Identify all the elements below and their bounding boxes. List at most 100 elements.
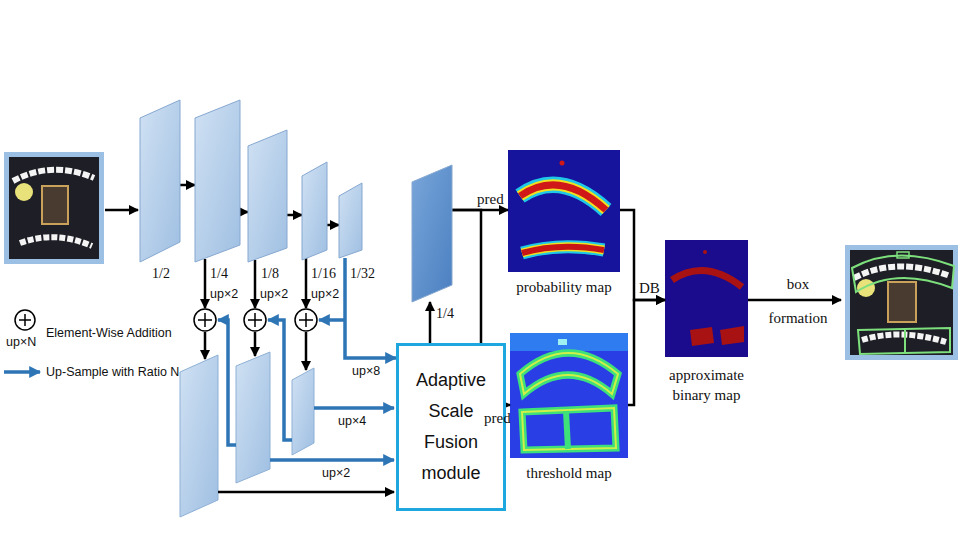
scale-label: 1/2 — [152, 266, 170, 282]
binary-map-image-part — [672, 271, 742, 287]
probability-map-image-part — [508, 150, 620, 272]
slab-face — [339, 183, 362, 258]
ratio-label: up×2 — [210, 287, 238, 302]
binary-map-image — [665, 240, 748, 357]
input-image-part — [9, 157, 99, 259]
threshold-map-image-part — [510, 333, 628, 351]
input-image-part — [15, 183, 33, 201]
wires-part — [305, 332, 308, 370]
probability-map-image — [508, 150, 620, 272]
binary-map-image-part — [720, 326, 744, 345]
probability-map-image-part — [520, 185, 606, 210]
ratio-label: up×2 — [260, 287, 288, 302]
probability-map-image-part — [560, 161, 565, 166]
output-feature-map: 1/4 — [412, 165, 452, 302]
input-image-part — [13, 170, 94, 181]
feature-map-slab — [412, 165, 452, 302]
input-image-part — [4, 152, 104, 264]
label-holder: up×2 — [210, 287, 238, 302]
edge-label-holder: pred — [477, 190, 504, 208]
probability-map-image-part — [520, 185, 606, 210]
wires-part — [268, 320, 292, 440]
binary-map-image-part — [665, 240, 748, 357]
feature-map-slab — [302, 162, 327, 260]
pyramid-feature-maps-part — [236, 352, 270, 483]
edge-label: pred — [484, 409, 511, 427]
output-image-part — [852, 255, 954, 292]
wires-part — [314, 406, 394, 410]
wires-part — [204, 259, 207, 308]
probability-map-image-part — [522, 247, 604, 253]
legend-symbols-part — [4, 370, 40, 374]
addition-symbols — [194, 309, 317, 331]
label-holder: up×2 — [322, 466, 350, 481]
map-caption: threshold map — [493, 464, 645, 482]
legend-text: Element-Wise Addition — [46, 326, 172, 341]
scale-label: 1/32 — [350, 266, 375, 282]
legend-symbols — [4, 310, 40, 372]
slab-face — [412, 165, 452, 302]
output-image-part — [904, 330, 906, 353]
connector-arrow — [180, 184, 195, 187]
scale-label: 1/16 — [311, 266, 336, 282]
output-image-part — [845, 245, 958, 360]
edge-label-holder: up×8 — [352, 364, 380, 379]
output-image — [845, 245, 958, 360]
wires-part — [218, 491, 394, 494]
output-image-part — [854, 266, 950, 278]
label-holder: up×2 — [311, 287, 339, 302]
wires-part — [218, 320, 236, 445]
feature-map: 1/8 — [248, 130, 287, 262]
input-image-part — [42, 186, 68, 224]
scale-label: 1/4 — [210, 266, 228, 282]
probability-map-image-part — [520, 185, 606, 210]
connector-arrow — [620, 210, 665, 300]
edge-label: DB — [639, 279, 660, 297]
wires-part — [105, 209, 138, 212]
ratio-label: up×2 — [311, 287, 339, 302]
addition-symbols-part — [295, 309, 317, 331]
pyramid-feature-maps-part — [292, 368, 314, 455]
threshold-map-image-part — [520, 353, 618, 394]
label-holder: up×2 — [260, 287, 288, 302]
output-image-part — [857, 279, 875, 297]
legend-symbols-part — [19, 314, 31, 326]
wires-part — [254, 260, 257, 308]
threshold-map-image-part — [522, 408, 616, 450]
output-image-part — [888, 282, 916, 322]
wires-part — [748, 299, 841, 302]
threshold-map-image-part — [520, 353, 618, 394]
pyramid-feature-maps-part — [180, 355, 218, 517]
wires-part — [254, 332, 257, 356]
threshold-map-image-part — [558, 339, 567, 345]
module-label: Adaptive Scale Fusion module — [406, 365, 496, 489]
legend-symbols-part — [15, 310, 35, 330]
binary-map-image-part — [690, 327, 714, 346]
threshold-map-image-part — [566, 411, 568, 449]
feature-map: 1/16 — [302, 162, 327, 260]
binary-map-image-part — [703, 250, 707, 254]
legend-entry: Element-Wise Addition — [46, 326, 172, 341]
edge-label: up×8 — [352, 364, 380, 379]
slab-face — [195, 100, 240, 262]
feature-map-slab — [140, 100, 180, 262]
threshold-map-image-part — [522, 408, 616, 450]
scale-label: 1/8 — [261, 266, 279, 282]
label-holder: up×N — [6, 335, 36, 350]
binary-map: approximate binary map — [665, 240, 748, 357]
wires-part — [204, 332, 207, 359]
feature-map-slab — [195, 100, 240, 262]
threshold-map: threshold map — [510, 333, 628, 458]
feature-map: 1/4 — [195, 100, 240, 262]
label-holder: box formation — [760, 267, 836, 335]
addition-symbols-part — [198, 313, 212, 327]
slab-face — [248, 130, 287, 262]
step-label: box formation — [760, 267, 836, 335]
edge-label-holder: DB — [639, 279, 660, 297]
probability-map: probability map — [508, 150, 620, 272]
connector-arrow — [628, 300, 665, 405]
edge-label: pred — [477, 190, 504, 208]
threshold-map-image-part — [510, 333, 628, 458]
feature-map: 1/32 — [339, 183, 362, 258]
